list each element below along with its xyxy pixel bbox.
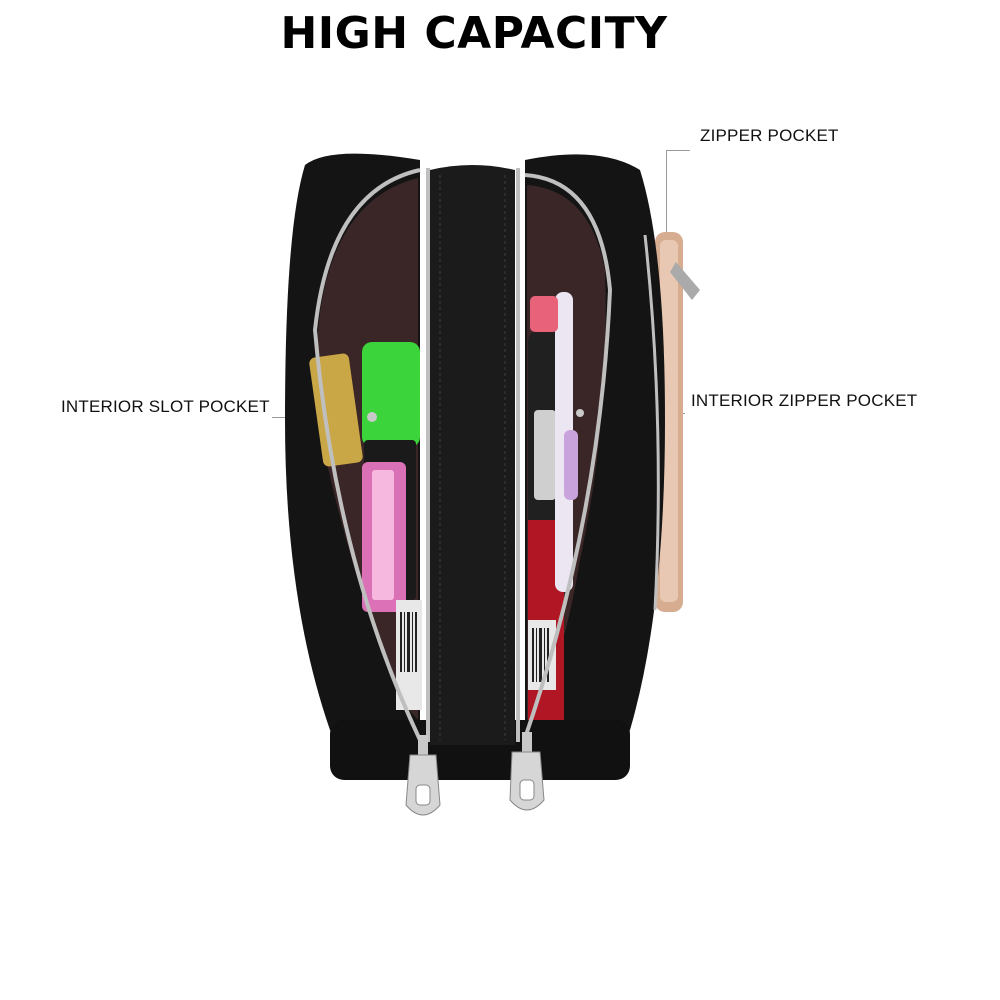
zipper-pulls [405,732,545,816]
center-strap [430,165,515,745]
right-compartment [527,185,606,720]
callout-marker-slot [367,412,377,422]
callout-marker-interior-zipper [576,409,584,417]
label-interior-slot-pocket: INTERIOR SLOT POCKET [61,397,270,416]
label-zipper-pocket: ZIPPER POCKET [700,126,839,145]
zippers [312,168,660,742]
leader-zipper-vertical [666,150,667,255]
left-compartment [309,178,422,720]
page-title: HIGH CAPACITY [280,8,668,59]
label-interior-zipper-pocket: INTERIOR ZIPPER POCKET [691,391,918,410]
leader-zipper-horizontal [666,150,690,151]
